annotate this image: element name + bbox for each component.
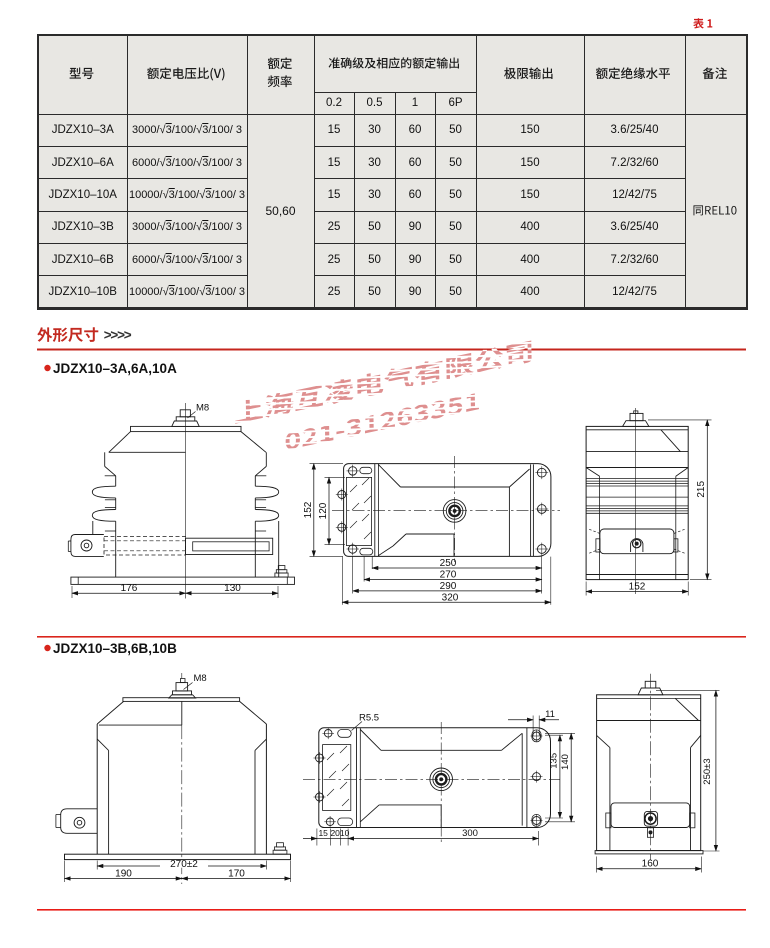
svg-text:270: 270 [440,570,457,581]
svg-text:>>>>: >>>> [104,328,132,343]
svg-text:320: 320 [442,592,459,603]
svg-text:190: 190 [115,868,132,879]
svg-text:11: 11 [545,709,555,720]
svg-text:250±3: 250±3 [702,758,713,784]
svg-text:10: 10 [340,828,350,838]
svg-text:300: 300 [462,828,478,839]
svg-text:130: 130 [224,583,241,594]
svg-text:140: 140 [560,754,571,770]
svg-text:176: 176 [121,583,138,594]
svg-text:120: 120 [318,502,329,519]
svg-text:JDZX10–3B,6B,10B: JDZX10–3B,6B,10B [53,641,177,656]
svg-text:M8: M8 [196,403,209,414]
svg-text:20: 20 [330,828,340,838]
svg-text:215: 215 [696,481,707,498]
svg-text:250: 250 [440,558,457,569]
svg-text:135: 135 [548,753,559,769]
svg-text:JDZX10–3A,6A,10A: JDZX10–3A,6A,10A [53,361,177,376]
svg-text:170: 170 [228,868,245,879]
svg-text:15: 15 [318,828,328,838]
svg-text:152: 152 [629,581,646,592]
svg-text:270±2: 270±2 [170,859,198,870]
svg-text:290: 290 [440,581,457,592]
svg-text:152: 152 [303,501,314,518]
svg-text:M8: M8 [194,673,207,684]
svg-text:R5.5: R5.5 [359,713,379,724]
svg-text:160: 160 [642,859,659,870]
